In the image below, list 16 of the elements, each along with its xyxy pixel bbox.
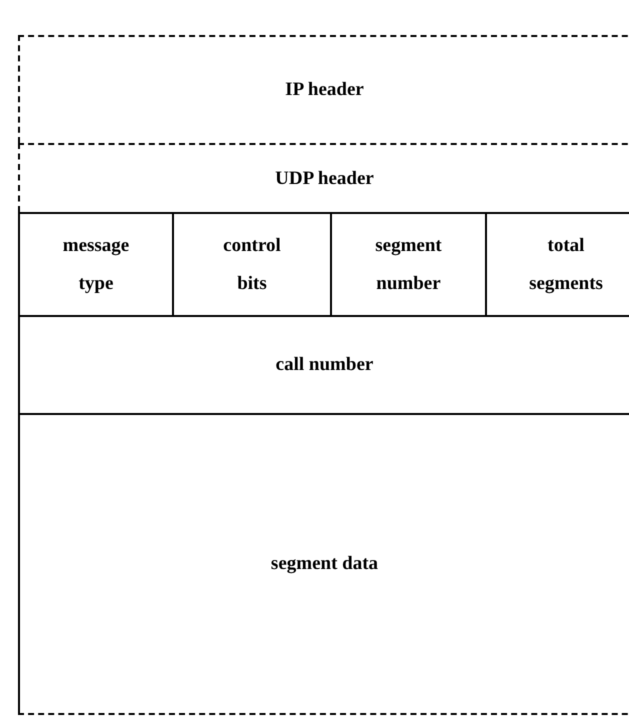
header-band <box>18 35 629 143</box>
field-band <box>18 315 629 413</box>
field-label: total segments <box>529 234 603 296</box>
field-label: IP header <box>285 78 364 102</box>
field-cell <box>485 212 629 315</box>
data-band <box>18 413 629 715</box>
field-cell <box>330 212 485 315</box>
field-label: segment number <box>375 234 442 296</box>
header-band <box>18 143 629 212</box>
field-cell <box>172 212 330 315</box>
field-label: segment data <box>270 552 378 576</box>
field-cell <box>18 212 172 315</box>
field-label: control bits <box>223 234 281 296</box>
field-label: call number <box>276 353 374 377</box>
field-label: UDP header <box>275 166 374 190</box>
field-label: message type <box>62 234 130 296</box>
